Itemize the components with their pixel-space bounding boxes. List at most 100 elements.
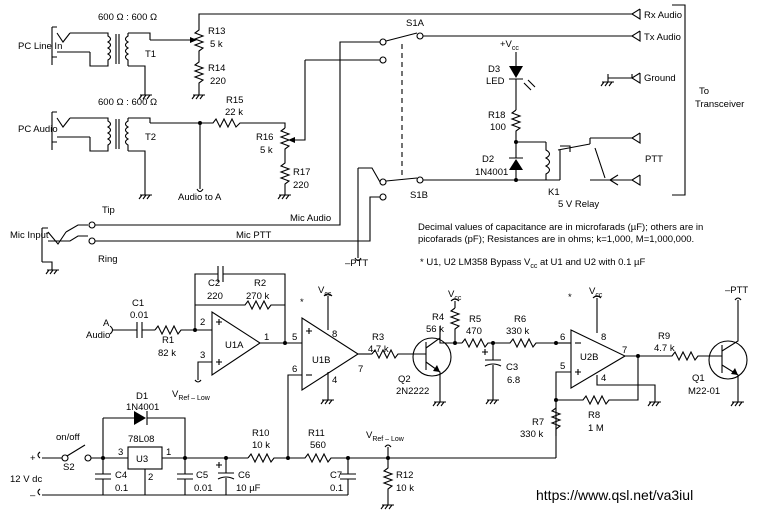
r1-value: 82 k (158, 348, 176, 359)
r10-resistor (247, 452, 288, 464)
c3-value: 6.8 (507, 375, 520, 386)
r11-resistor (288, 452, 388, 464)
plus-label: + (30, 453, 36, 464)
k1-relay-coil (516, 137, 632, 186)
c1-label: C1 (132, 298, 144, 309)
on-off-label: on/off (56, 432, 80, 443)
d2-label: D2 (482, 154, 494, 165)
u1b-opamp (285, 316, 372, 458)
r18-value: 100 (490, 122, 506, 133)
t2-transformer (89, 117, 152, 200)
a-audio-label: Audio (86, 330, 110, 341)
c2-value: 220 (207, 291, 223, 302)
c3-capacitor (482, 343, 502, 405)
r13-value: 5 k (210, 39, 223, 50)
r14-value: 220 (210, 76, 226, 87)
r12-label: R12 (396, 470, 413, 481)
r3-resistor (371, 348, 414, 360)
u3-pin3: 3 (118, 447, 123, 458)
c1-value: 0.01 (130, 310, 149, 321)
s1a-label: S1A (406, 18, 425, 29)
u1a-pin3: 3 (200, 350, 205, 361)
r8-label: R8 (588, 410, 600, 421)
r9-label: R9 (658, 331, 670, 342)
u2b-pin5: 5 (560, 361, 565, 372)
s2-label: S2 (63, 462, 75, 473)
pc-audio-jack (51, 111, 90, 150)
r18-resistor (510, 109, 522, 142)
r3-value: 4.7 k (368, 344, 389, 355)
r17-label: R17 (293, 167, 310, 178)
mic-audio-wire (95, 41, 380, 226)
u3-part-label: 78L08 (128, 434, 154, 445)
neg-ptt-label: –PTT (345, 258, 368, 269)
c4-label: C4 (115, 470, 127, 481)
c2-capacitor (210, 266, 286, 305)
mic-input-jack (41, 221, 96, 275)
vcc-top-label: +Vcc (500, 39, 519, 52)
u1b-asterisk: * (300, 297, 304, 308)
u1a-pin2: 2 (200, 317, 205, 328)
c2-label: C2 (208, 278, 220, 289)
u1b-label: U1B (312, 355, 330, 366)
tx-audio-label: Tx Audio (644, 32, 681, 43)
r16-potentiometer (279, 60, 306, 155)
r15-value: 22 k (225, 107, 243, 118)
ground-terminal (600, 72, 641, 87)
k1-label: K1 (548, 187, 560, 198)
r6-value: 330 k (506, 326, 529, 337)
t2-ratio-label: 600 Ω : 600 Ω (98, 97, 157, 108)
q2-value: 2N2222 (396, 386, 429, 397)
d1-diode (102, 411, 186, 458)
minus-label: – (30, 490, 36, 501)
s1b-switch (358, 167, 560, 201)
t1-transformer (89, 32, 152, 100)
s1a-switch (305, 30, 641, 64)
u2b-opamp (555, 329, 661, 458)
c7-label: C7 (330, 470, 342, 481)
to-transceiver-bracket (672, 4, 686, 196)
pc-audio-label: PC Audio (18, 124, 58, 135)
c6-value: 10 µF (236, 483, 261, 494)
r18-label: R18 (488, 110, 505, 121)
r10-label: R10 (252, 428, 269, 439)
c7-value: 0.1 (330, 483, 343, 494)
u3-regulator (127, 446, 185, 495)
r1-resistor (154, 324, 195, 336)
u2b-pin7: 7 (622, 345, 627, 356)
r13-potentiometer (150, 22, 205, 58)
d2-value: 1N4001 (475, 167, 508, 178)
d3-label: D3 (488, 64, 500, 75)
r7-resistor (550, 407, 562, 436)
r15-label: R15 (226, 95, 243, 106)
s1b-label: S1B (410, 190, 428, 201)
ptt-out-wire (631, 132, 641, 144)
r15-resistor (150, 117, 286, 193)
mic-ptt-wire (95, 196, 380, 242)
r9-resistor (656, 350, 712, 362)
r8-resistor (556, 356, 639, 406)
r6-resistor (493, 337, 556, 349)
d3-led (509, 60, 536, 110)
r8-value: 1 M (588, 423, 604, 434)
c7-capacitor (340, 458, 356, 495)
u3-pin1: 1 (166, 447, 171, 458)
u1b-pin4: 4 (332, 375, 337, 386)
c5-value: 0.01 (194, 483, 213, 494)
12v-dc-label: 12 V dc (10, 474, 42, 485)
ptt-label: PTT (645, 154, 663, 165)
vref-low2-label: VRef – Low (366, 430, 405, 443)
r5-resistor (461, 337, 493, 349)
t1-label: T1 (145, 49, 156, 60)
u3-label: U3 (136, 454, 148, 465)
c4-value: 0.1 (115, 483, 128, 494)
c6-capacitor (216, 458, 235, 495)
u1b-pin6: 6 (292, 364, 297, 375)
r14-resistor (191, 58, 205, 100)
c4-capacitor (95, 458, 111, 495)
q1-label: Q1 (692, 373, 705, 384)
pc-line-in-jack (51, 26, 90, 65)
d2-diode (509, 142, 523, 180)
r11-label: R11 (308, 428, 325, 439)
